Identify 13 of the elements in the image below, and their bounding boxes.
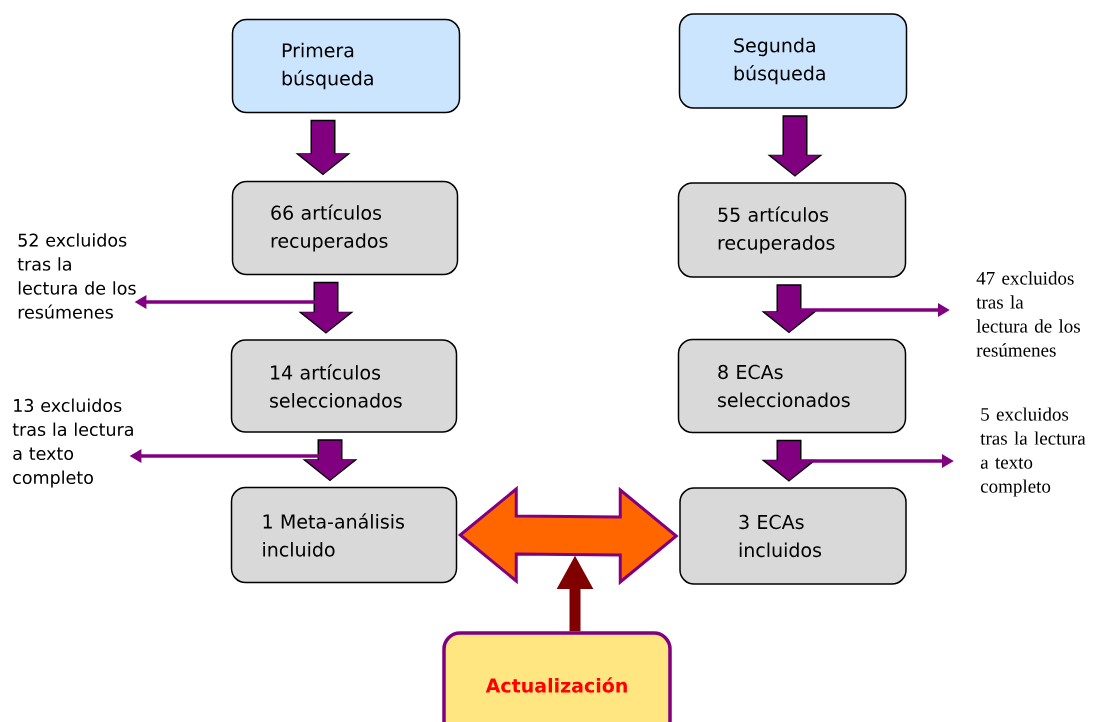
exclusion-note: 5 excluidos tras la lectura a texto completo (980, 407, 1086, 497)
exclusion-note: 52 excluidos tras la lectura de los resúmenes (17, 233, 136, 319)
process-box: 66 artículos recuperados (231, 180, 459, 276)
process-box: 8 ECAs seleccionados (677, 338, 907, 434)
exclusion-note: 47 excluidos tras la lectura de los resúmenes (976, 271, 1080, 357)
exclusion-note: 13 excluidos tras la lectura a texto completo (12, 398, 133, 488)
process-box: 3 ECAs incluidos (679, 487, 907, 585)
update-box: Actualización (442, 631, 672, 722)
process-box: 1 Meta-análisis incluido (230, 486, 458, 584)
process-box: 14 artículos seleccionados (230, 339, 458, 433)
search-box: Primera búsqueda (231, 18, 461, 114)
process-box: 55 artículos recuperados (677, 182, 907, 278)
search-box: Segunda búsqueda (678, 13, 908, 109)
